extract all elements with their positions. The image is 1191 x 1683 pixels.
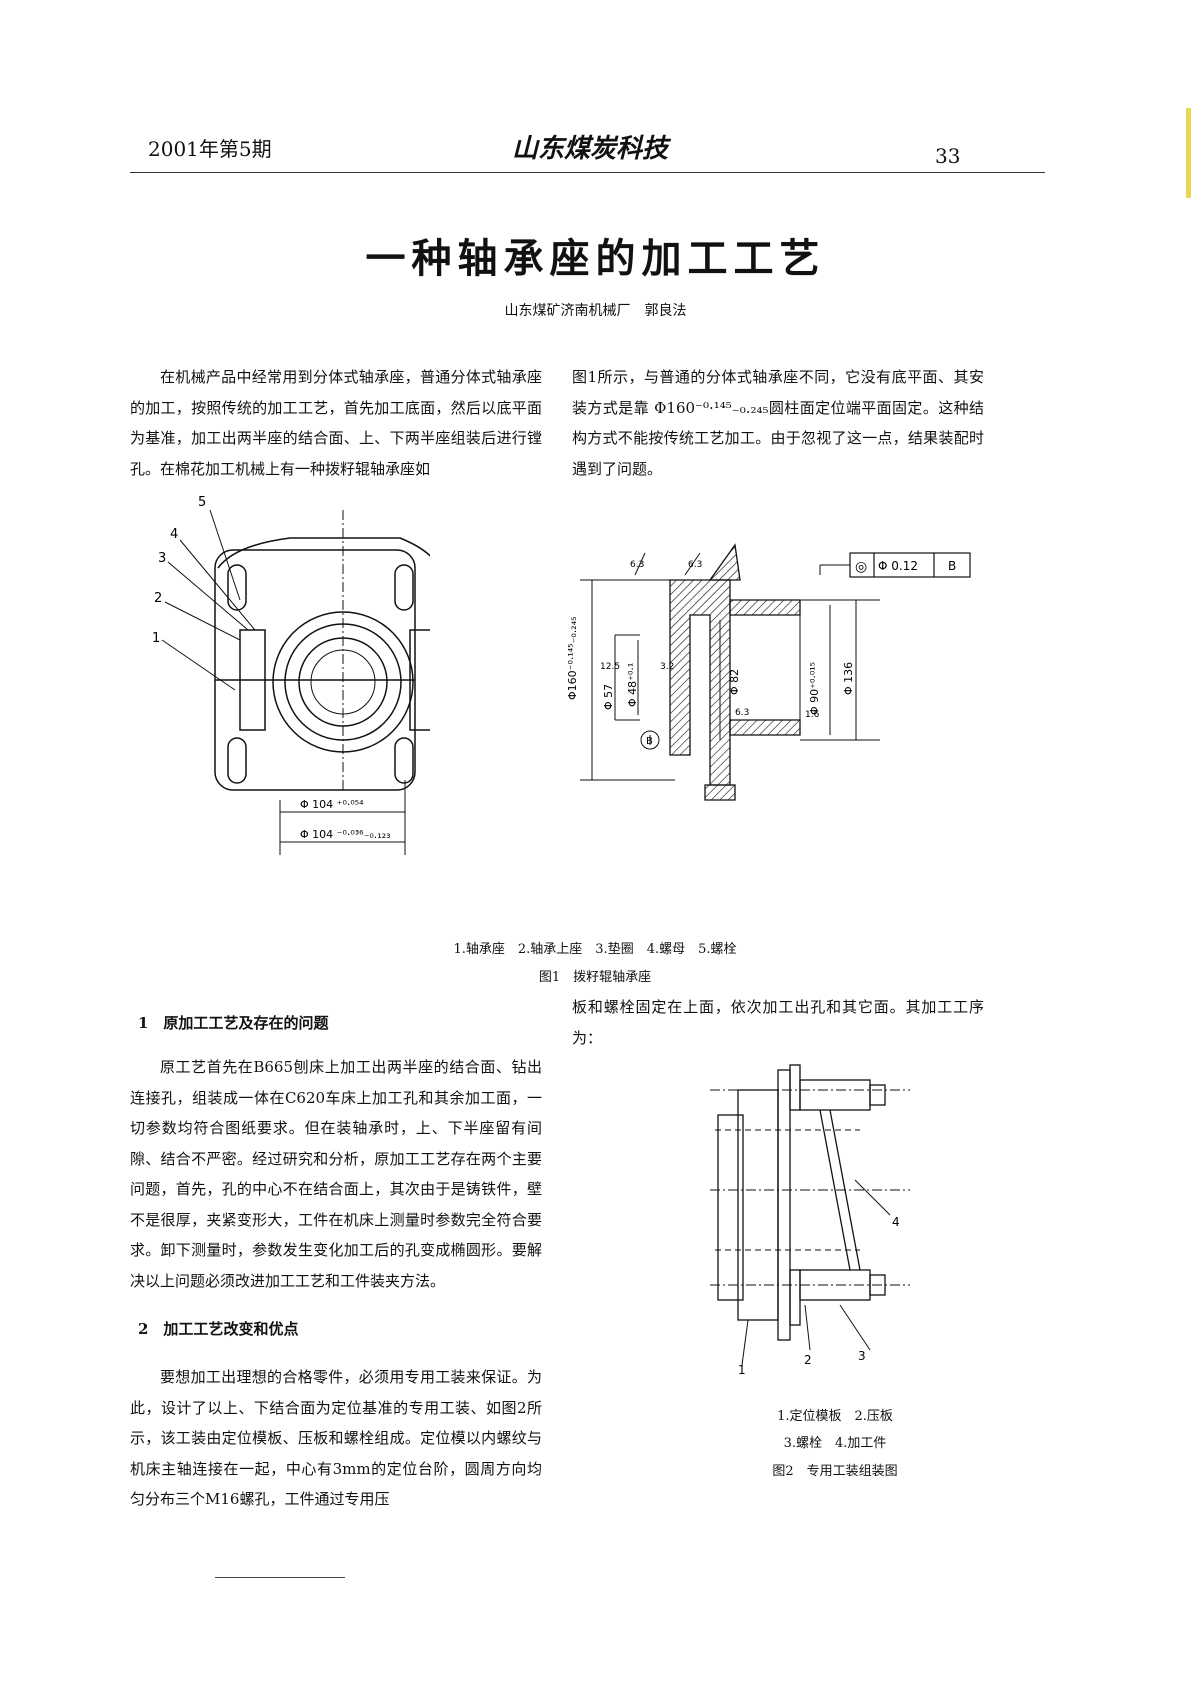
intro-left-paragraph: 在机械产品中经常用到分体式轴承座，普通分体式轴承座的加工，按照传统的加工工艺，首… <box>130 368 542 478</box>
fig1-dim-upper: Φ 104 ⁺⁰·⁰⁵⁴ <box>300 798 364 811</box>
footnote-rule <box>215 1577 345 1578</box>
fig1-label-5: 5 <box>198 495 206 510</box>
page-edge-mark <box>1186 108 1191 198</box>
roughness-6-3-b: 6.3 <box>688 560 702 570</box>
author-line: 山东煤矿济南机械厂 郭良法 <box>504 303 687 319</box>
fig2-label-4: 4 <box>892 1215 900 1229</box>
tolerance-symbol: ◎ <box>855 559 867 575</box>
section2-heading: 2 加工工艺改变和优点 <box>138 1320 299 1338</box>
dim-48: Φ 48⁺⁰·¹ <box>626 663 639 707</box>
dim-90: Φ 90⁺⁰·⁰¹⁵ <box>808 662 821 715</box>
page-number: 33 <box>935 144 961 168</box>
roughness-6-3-c: 6.3 <box>735 708 749 718</box>
fig2-label-1: 1 <box>738 1363 746 1375</box>
fig1-label-4: 4 <box>170 527 178 542</box>
intro-right-paragraph: 图1所示，与普通的分体式轴承座不同，它没有底平面、其安装方式是靠 Φ160⁻⁰·… <box>572 368 984 478</box>
section2-body: 要想加工出理想的合格零件，必须用专用工装来保证。为此，设计了以上、下结合面为定位… <box>130 1368 542 1508</box>
issue-label: 2001年第5期 <box>148 137 272 161</box>
section1-body: 原工艺首先在B665刨床上加工出两半座的结合面、钻出连接孔，组装成一体在C620… <box>130 1058 542 1290</box>
figure1-caption-items: 1.轴承座 2.轴承上座 3.垫圈 4.螺母 5.螺栓 <box>453 942 737 957</box>
figure1-caption-title: 图1 拨籽辊轴承座 <box>538 970 652 985</box>
roughness-6-3-a: 6.3 <box>630 560 644 570</box>
fig1-dim-lower: Φ 104 ⁻⁰·⁰³⁶₋₀.₁₂₃ <box>300 828 391 841</box>
figure2-caption-line1: 1.定位模板 2.压板 <box>777 1409 893 1424</box>
dim-160: Φ160⁻⁰·¹⁴⁵₋₀.₂₄₅ <box>566 616 579 700</box>
roughness-12-5: 12.5 <box>600 662 620 672</box>
tolerance-datum: B <box>948 559 956 573</box>
fig2-label-2: 2 <box>804 1353 812 1367</box>
figure2-caption-title: 图2 专用工装组装图 <box>772 1464 898 1479</box>
dim-82: Φ 82 <box>728 669 741 695</box>
fig1-label-1: 1 <box>152 631 160 646</box>
dim-57: Φ 57 <box>602 684 615 710</box>
fig2-label-3: 3 <box>858 1349 866 1363</box>
article-title: 一种轴承座的加工工艺 <box>365 235 826 282</box>
figure2-fixture-assembly-drawing: 1 2 3 4 <box>710 1064 910 1375</box>
right-column-text: 板和螺栓固定在上面，依次加工出孔和其它面。其加工工序为： <box>572 998 984 1047</box>
fig1-label-3: 3 <box>158 551 166 566</box>
fig1-label-2: 2 <box>154 591 162 606</box>
roughness-3-2: 3.2 <box>660 662 674 672</box>
journal-name: 山东煤炭科技 <box>512 134 669 164</box>
datum-circle-label: B <box>646 736 653 747</box>
figure1-bearing-housing-drawing: 1 2 3 4 5 Φ 104 ⁺⁰·⁰⁵⁴ Φ 104 ⁻⁰·⁰³⁶₋₀.₁₂… <box>152 495 430 855</box>
header-rule <box>130 172 1045 173</box>
figure1-section-view-drawing: ◎ Φ 0.12 B B Φ160⁻⁰·¹⁴⁵₋₀.₂₄₅ Φ 57 Φ 48⁺… <box>566 543 971 801</box>
tolerance-value: Φ 0.12 <box>878 559 918 573</box>
dim-136: Φ 136 <box>842 662 855 695</box>
roughness-1-6: 1.6 <box>805 710 820 720</box>
section1-heading: 1 原加工工艺及存在的问题 <box>138 1014 329 1032</box>
figure2-caption-line2: 3.螺栓 4.加工件 <box>783 1436 887 1451</box>
